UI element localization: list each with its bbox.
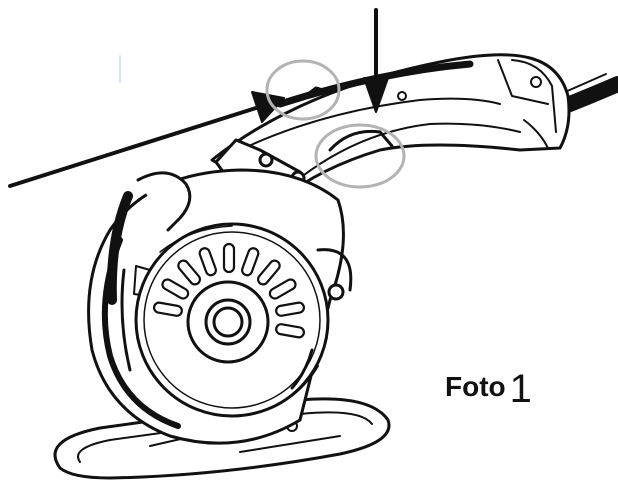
vent-slots [152, 242, 306, 339]
caption-label: Foto [445, 371, 506, 402]
round-blade [134, 222, 330, 418]
highlight-circle-lower [314, 123, 406, 189]
callout-arrow-top [363, 8, 389, 113]
caption-number: 1 [509, 367, 532, 411]
screw-icon [258, 152, 274, 168]
knob-icon [327, 283, 345, 301]
highlight-circle-upper [265, 59, 341, 121]
